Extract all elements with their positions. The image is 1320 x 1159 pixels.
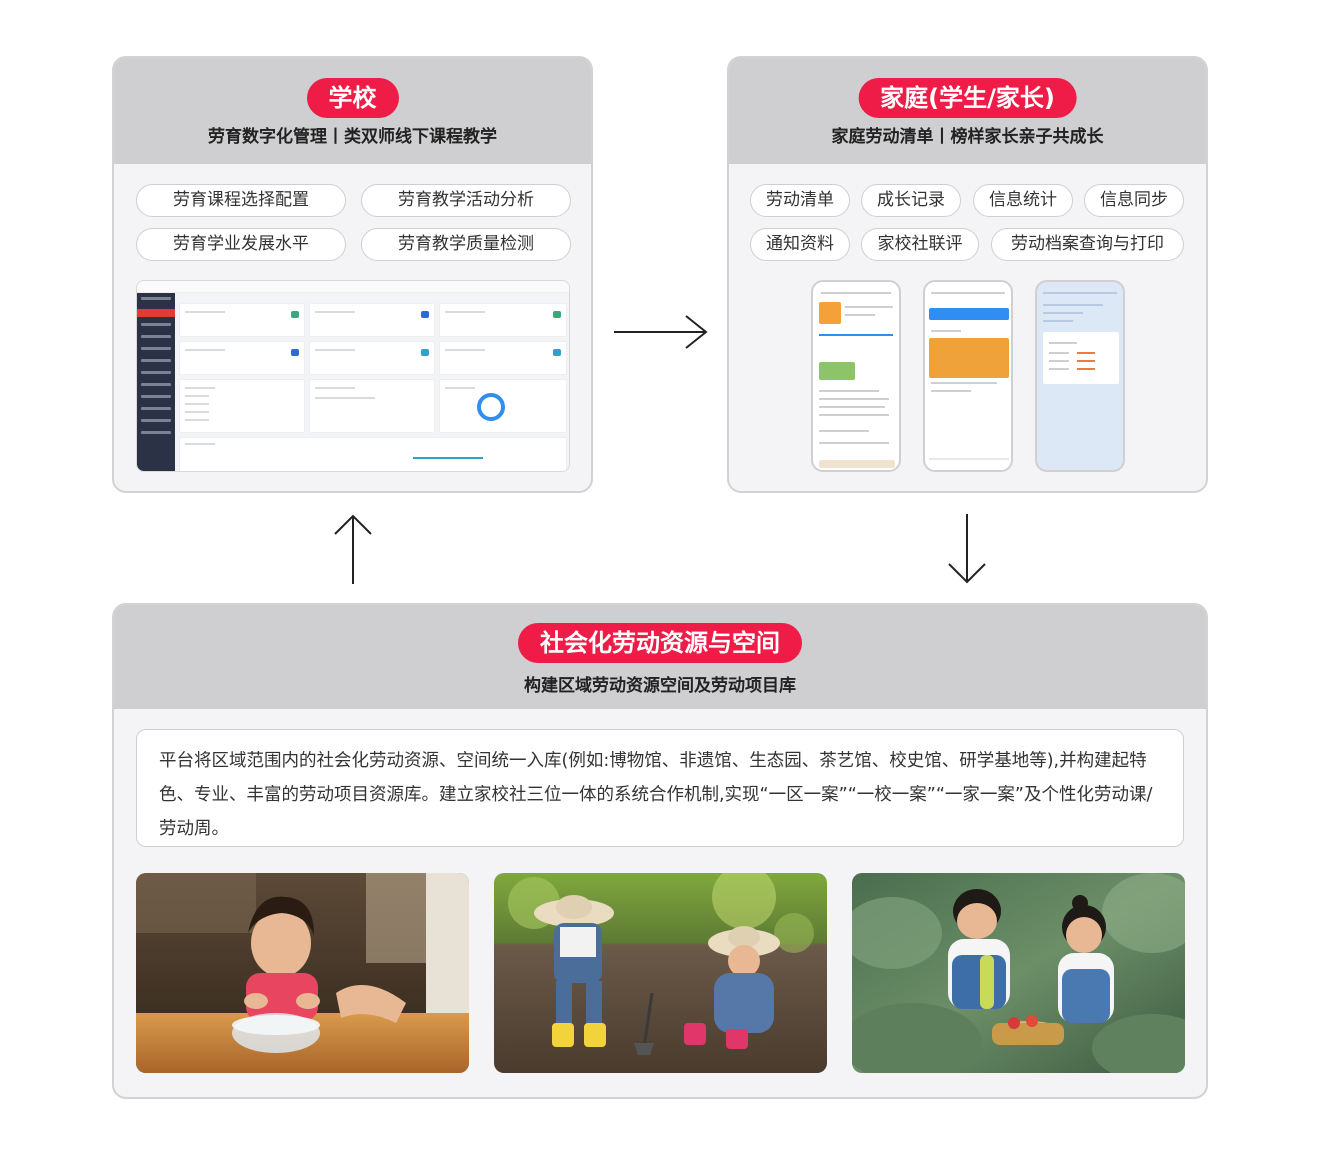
photo-kitchen-cooking xyxy=(136,873,469,1073)
family-subtitle: 家庭劳动清单丨榜样家长亲子共成长 xyxy=(831,127,1104,147)
school-feature-quality-check: 劳育教学质量检测 xyxy=(361,228,571,261)
society-badge: 社会化劳动资源与空间 xyxy=(518,623,802,663)
society-description: 平台将区域范围内的社会化劳动资源、空间统一入库(例如:博物馆、非遗馆、生态园、茶… xyxy=(136,729,1184,847)
photo-vegetable-harvest xyxy=(852,873,1185,1073)
family-panel: 家庭(学生/家长) 家庭劳动清单丨榜样家长亲子共成长 劳动清单 成长记录 信息统… xyxy=(727,56,1208,493)
family-feature-archive-print: 劳动档案查询与打印 xyxy=(991,228,1184,261)
school-feature-activity-analysis: 劳育教学活动分析 xyxy=(361,184,571,217)
society-panel: 社会化劳动资源与空间 构建区域劳动资源空间及劳动项目库 平台将区域范围内的社会化… xyxy=(112,603,1208,1099)
family-feature-info-sync: 信息同步 xyxy=(1084,184,1184,217)
arrow-up-icon xyxy=(334,514,372,584)
school-feature-course-config: 劳育课程选择配置 xyxy=(136,184,346,217)
family-feature-labor-list: 劳动清单 xyxy=(750,184,850,217)
family-feature-growth-record: 成长记录 xyxy=(861,184,961,217)
phone-screenshot-task xyxy=(923,280,1013,472)
phone-screenshot-record xyxy=(1035,280,1125,472)
family-panel-header: 家庭(学生/家长) 家庭劳动清单丨榜样家长亲子共成长 xyxy=(729,58,1206,164)
society-subtitle: 构建区域劳动资源空间及劳动项目库 xyxy=(524,676,796,696)
family-feature-joint-evaluation: 家校社联评 xyxy=(861,228,979,261)
school-subtitle: 劳育数字化管理丨类双师线下课程教学 xyxy=(208,127,497,147)
dashboard-screenshot xyxy=(136,280,570,472)
school-badge: 学校 xyxy=(306,78,399,118)
society-panel-header: 社会化劳动资源与空间 构建区域劳动资源空间及劳动项目库 xyxy=(114,605,1206,709)
family-feature-notices: 通知资料 xyxy=(750,228,850,261)
school-panel-header: 学校 劳育数字化管理丨类双师线下课程教学 xyxy=(114,58,591,164)
arrow-right-icon xyxy=(614,315,708,349)
phone-screenshot-course xyxy=(811,280,901,472)
school-panel: 学校 劳育数字化管理丨类双师线下课程教学 劳育课程选择配置 劳育教学活动分析 劳… xyxy=(112,56,593,493)
family-badge: 家庭(学生/家长) xyxy=(858,78,1077,118)
school-feature-academic-level: 劳育学业发展水平 xyxy=(136,228,346,261)
arrow-down-icon xyxy=(948,514,986,584)
family-feature-info-stats: 信息统计 xyxy=(973,184,1073,217)
photo-garden-digging xyxy=(494,873,827,1073)
